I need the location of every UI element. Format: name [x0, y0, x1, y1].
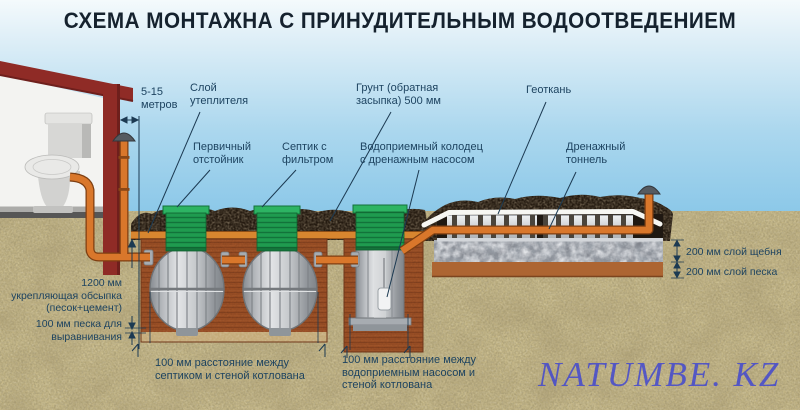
label-primary-settler: Первичный отстойник — [193, 141, 251, 166]
receiving-well — [348, 204, 412, 331]
watermark: NATUMBE. KZ — [538, 355, 781, 394]
label-backfill-soil: Грунт (обратная засыпка) 500 мм — [356, 82, 441, 107]
house-roof-beam — [0, 61, 133, 101]
settler-neck — [165, 212, 207, 252]
label-septic-filter: Септик с фильтром — [282, 141, 334, 166]
vent-cap-house — [112, 132, 136, 142]
label-receiving-well: Водоприемный колодец с дренажным насосом — [360, 141, 483, 166]
crushed-stone-layer — [434, 240, 663, 262]
sand-bed-layer — [432, 262, 663, 278]
tank-pit-outline — [140, 238, 328, 343]
dimension-lines — [119, 116, 684, 358]
septic-neck — [256, 212, 298, 252]
label-gap-septic: 100 мм расстояние между септиком и стено… — [155, 357, 305, 382]
drainage-pump — [377, 287, 392, 311]
primary-settler-tank — [143, 205, 230, 336]
label-geotextile: Геоткань — [526, 84, 572, 96]
label-gravel-layer: 200 мм слой щебня — [686, 246, 782, 258]
septic-filter-tank — [238, 205, 323, 336]
house-post — [103, 84, 120, 275]
vent-cap-field — [637, 185, 661, 195]
leader-lines — [147, 101, 577, 298]
label-insulation-layer: Слой утеплителя — [190, 82, 249, 107]
vent-caps — [112, 132, 661, 195]
house-floor-base — [0, 212, 121, 218]
sewer-pipes — [69, 141, 654, 265]
diagram-title: СХЕМА МОНТАЖНА С ПРИНУДИТЕЛЬНЫМ ВОДООТВЕ… — [63, 8, 737, 33]
vent-ladder-rung — [118, 188, 130, 191]
well-neck — [355, 211, 405, 251]
label-sand-layer: 200 мм слой песка — [686, 266, 778, 278]
label-drainage-tunnel: Дренажный тоннель — [566, 141, 626, 166]
label-gap-pump: 100 мм расстояние между водоприемным нас… — [342, 354, 477, 391]
label-reinforcing-backfill: 1200 мм укрепляющая обсыпка (песок+цемен… — [11, 277, 122, 314]
vent-ladder-rung — [118, 156, 130, 159]
label-distance-house: 5-15 метров — [141, 86, 178, 111]
label-leveling-sand: 100 мм песка для выравнивания — [35, 318, 122, 343]
